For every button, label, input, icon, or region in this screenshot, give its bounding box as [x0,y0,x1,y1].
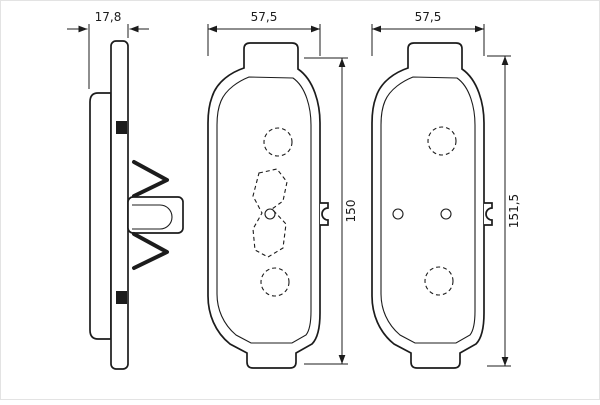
dim-label-pad1-width: 57,5 [251,10,278,24]
dimension-side-thickness: 17,8 [67,10,149,89]
pad1-outline [207,42,321,369]
dimension-pad1-height: 150 [304,57,358,365]
pad2-friction-edge-line [380,76,476,344]
dimension-pad2-height: 151,5 [487,55,521,367]
backing-plate-profile [110,40,129,370]
dimension-pad1-width: 57,5 [207,10,321,56]
spring-wire-bottom [132,232,169,270]
pad2-dashed-circle-top [427,126,457,156]
pad2-left-hole [392,208,404,220]
pad1-friction-edge-line [216,76,312,344]
pad1-wear-sensor-dashed-outline [252,168,288,258]
retaining-tab-bottom [116,291,127,304]
dim-label-pad2-height: 151,5 [507,194,521,228]
brake-pad-front-view-middle [207,42,329,369]
dim-label-side-thickness: 17,8 [95,10,122,24]
pad2-outline [371,42,485,369]
pad2-dashed-circle-bottom [424,266,454,296]
friction-lining-profile [89,92,112,340]
pad1-dashed-circle-top [263,127,293,157]
dimension-pad2-width: 57,5 [371,10,485,56]
anti-rattle-clip-inner-line [132,204,173,230]
pad2-right-hole [440,208,452,220]
brake-pad-front-view-right [371,42,493,369]
pad2-side-lug [484,202,493,226]
spring-wire-top [132,160,169,198]
anti-rattle-clip [127,196,184,234]
dim-label-pad2-width: 57,5 [415,10,442,24]
retaining-tab-top [116,121,127,134]
pad1-center-hole [264,208,276,220]
pad1-side-lug [320,202,329,226]
brake-pad-side-view [89,40,184,370]
pad1-dashed-circle-bottom [260,267,290,297]
dim-label-pad1-height: 150 [344,200,358,223]
